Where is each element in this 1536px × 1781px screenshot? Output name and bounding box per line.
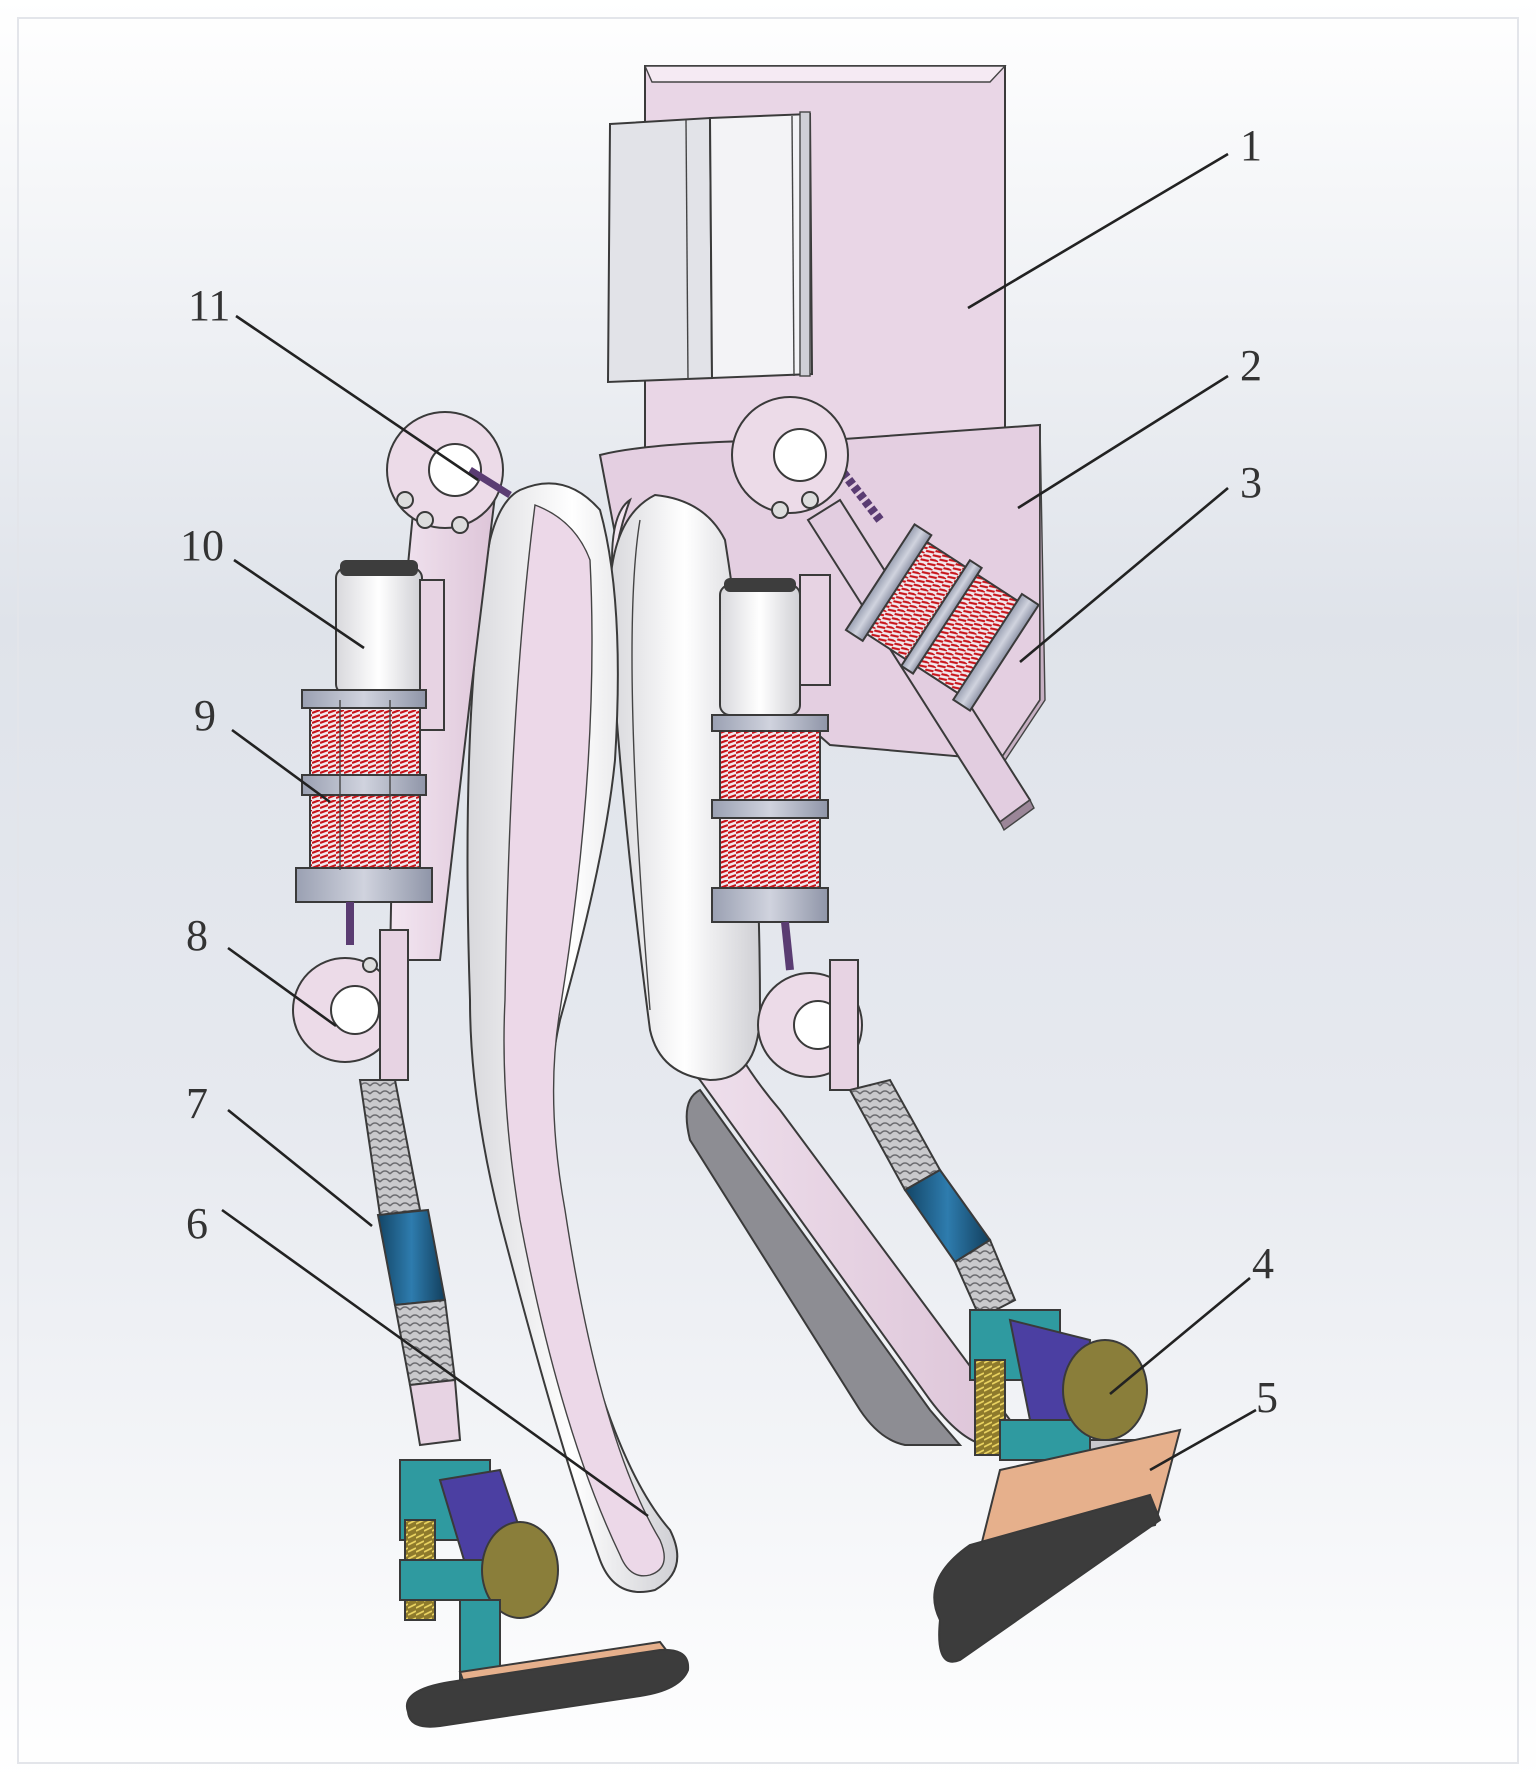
label-8: 8 xyxy=(186,911,208,960)
left-shin-cuff xyxy=(466,482,679,1593)
right-knee-joint xyxy=(757,959,863,1091)
right-ankle-assembly xyxy=(969,1309,1151,1501)
leader-4 xyxy=(1109,1276,1251,1396)
back-spring-actuator xyxy=(806,427,1041,832)
leader-9 xyxy=(231,728,331,804)
leader-7 xyxy=(227,1108,373,1228)
leader-1 xyxy=(967,152,1229,310)
label-1: 1 xyxy=(1240,121,1262,170)
leader-10 xyxy=(233,558,365,650)
left-elastic-actuator xyxy=(295,689,433,945)
left-knee-joint xyxy=(292,929,409,1081)
label-10: 10 xyxy=(180,521,224,570)
label-6: 6 xyxy=(186,1199,208,1248)
label-7: 7 xyxy=(186,1079,208,1128)
right-elastic-actuator xyxy=(711,714,829,971)
label-4: 4 xyxy=(1252,1239,1274,1288)
label-9: 9 xyxy=(194,691,216,740)
left-shank xyxy=(358,1079,462,1447)
leader-3 xyxy=(1019,487,1229,663)
label-5: 5 xyxy=(1256,1373,1278,1422)
frame-border xyxy=(17,17,1519,1764)
leader-8 xyxy=(227,946,337,1028)
label-11: 11 xyxy=(188,281,230,330)
left-foot xyxy=(405,1640,690,1728)
label-2: 2 xyxy=(1240,341,1262,390)
control-box xyxy=(606,65,1007,450)
right-motor xyxy=(719,578,801,716)
leader-2 xyxy=(1017,374,1229,510)
left-hip-joint xyxy=(386,411,512,534)
right-foot xyxy=(933,1428,1182,1663)
leader-5 xyxy=(1149,1408,1257,1472)
right-shank xyxy=(848,1078,1017,1320)
left-ankle-assembly xyxy=(399,1459,559,1681)
leader-11 xyxy=(235,314,479,482)
leader-6 xyxy=(221,1208,649,1518)
label-3: 3 xyxy=(1240,458,1262,507)
